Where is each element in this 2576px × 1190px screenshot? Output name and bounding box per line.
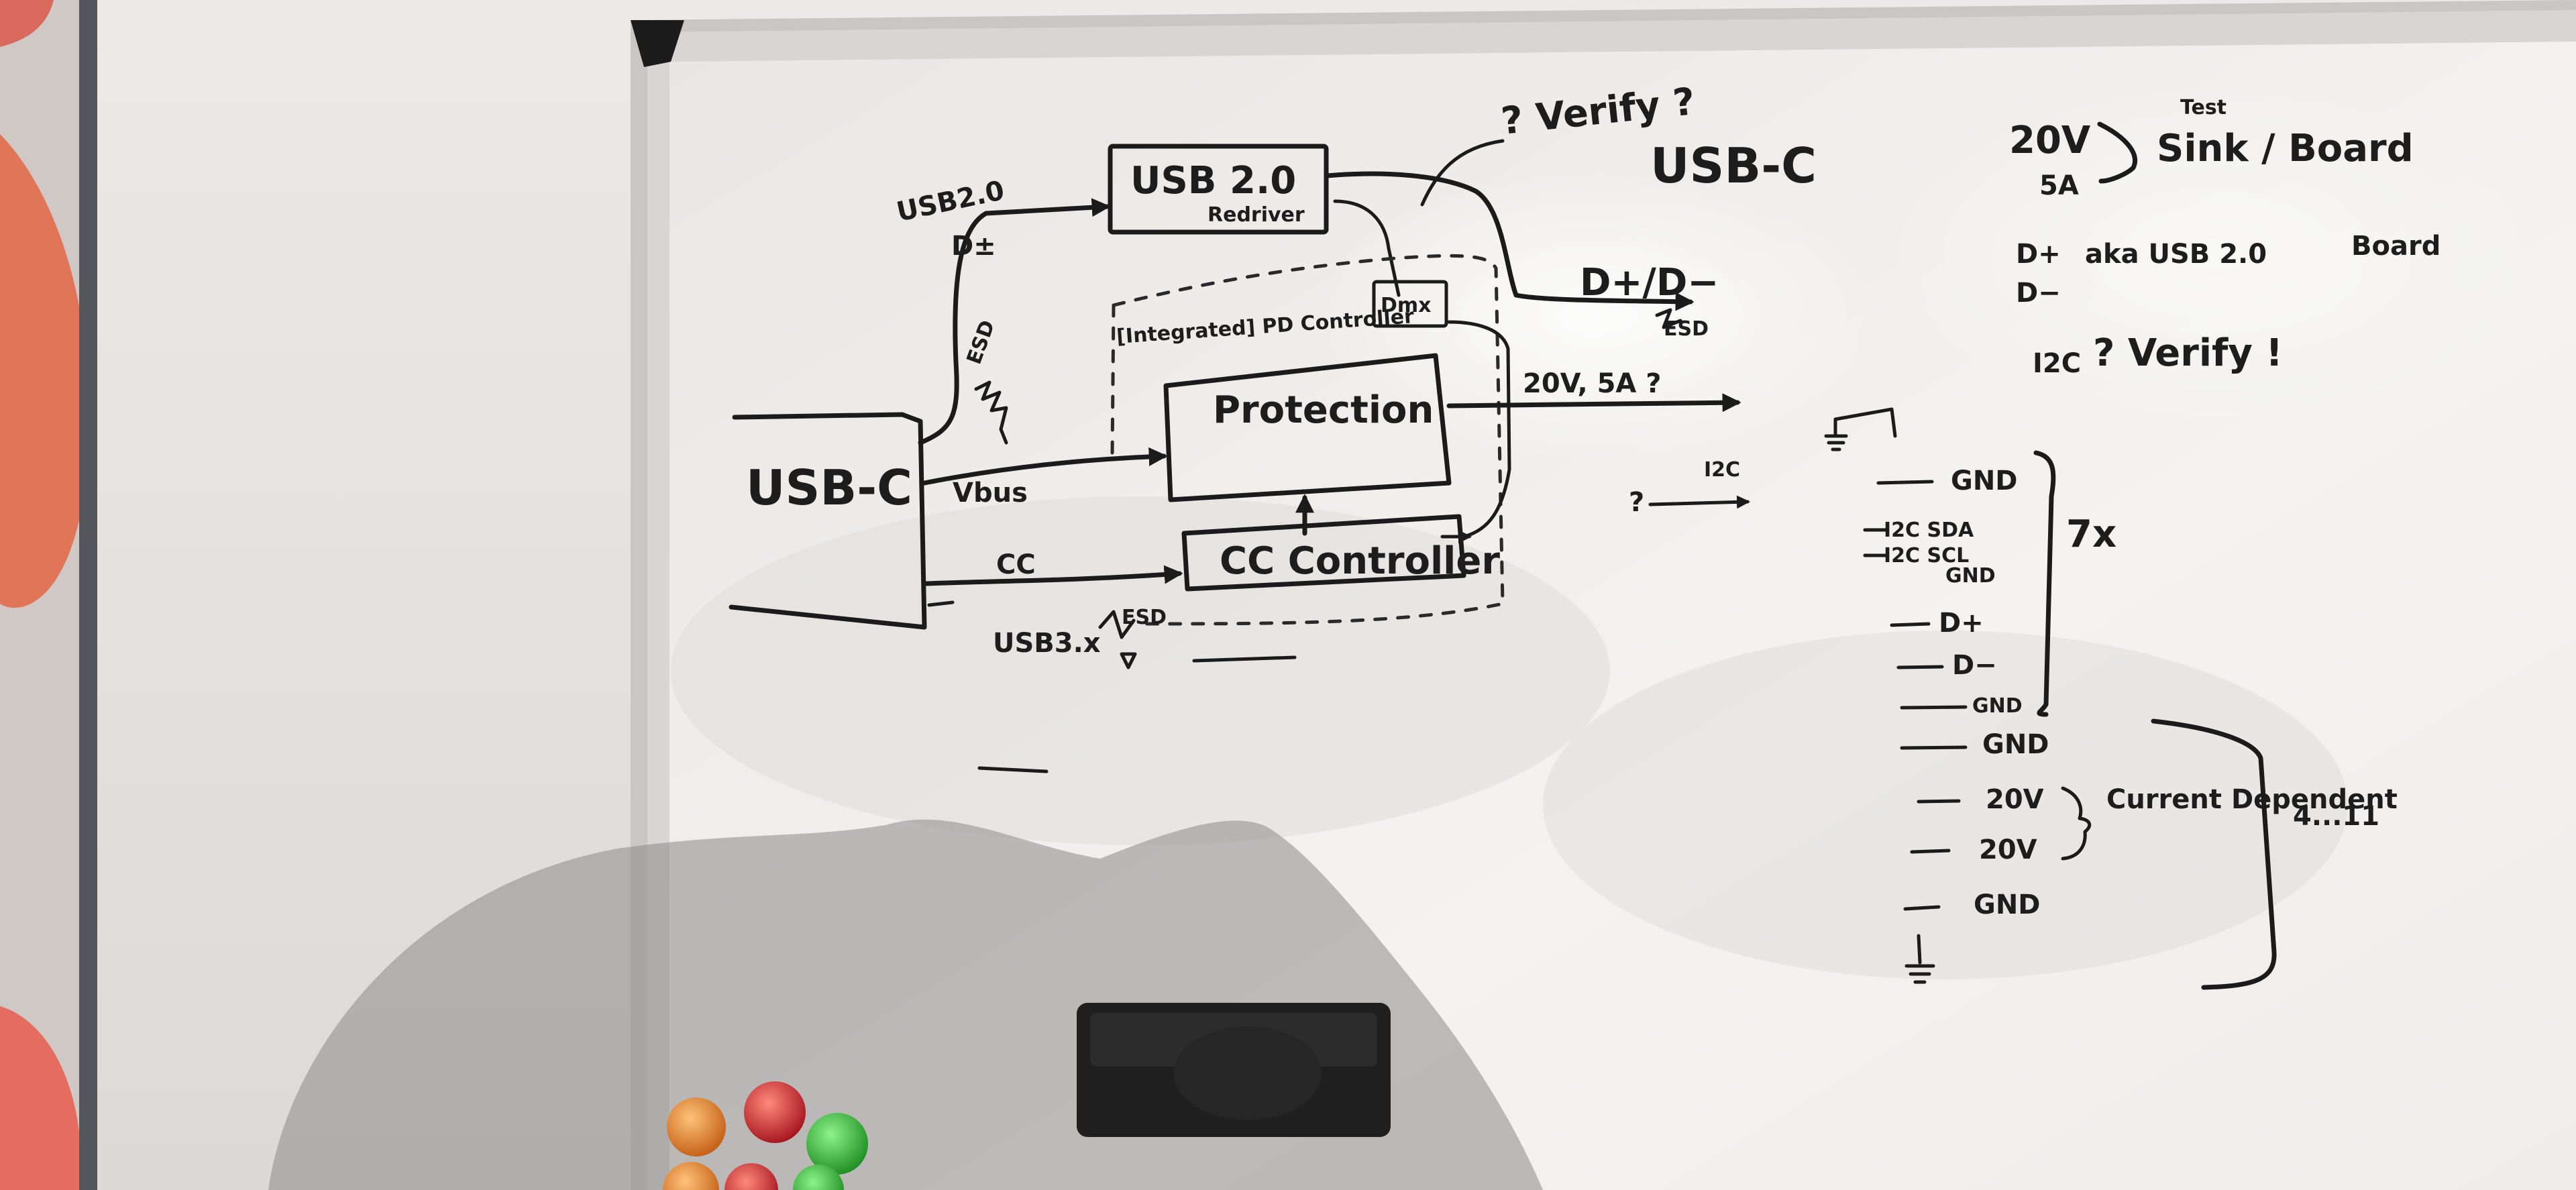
esd-out-label: ESD xyxy=(1664,317,1709,341)
pin-upper-1: I2C SDA xyxy=(1884,519,1974,542)
note-power-b: 5A xyxy=(2039,170,2079,201)
dp-dm-out-label: D+/D− xyxy=(1580,261,1719,305)
usb2-in-sublabel: D± xyxy=(951,231,996,262)
cc-label: CC xyxy=(996,549,1036,580)
protection-label: Protection xyxy=(1213,388,1434,432)
usb3-label: USB3.x xyxy=(993,628,1101,659)
note-data-aka: aka USB 2.0 xyxy=(2085,239,2267,270)
upper-bracket xyxy=(2033,450,2056,717)
usb2-redriver-sub: Redriver xyxy=(1208,203,1305,227)
current-dependent-a: Current Dependent xyxy=(2106,784,2398,815)
question-label: ? xyxy=(1629,487,1644,518)
i2c-out-label: I2C xyxy=(1704,458,1740,482)
note-board: Board xyxy=(2351,231,2440,262)
protection-block xyxy=(1163,353,1452,502)
pd-controller-region xyxy=(1112,254,1505,626)
pinout: GND I2C SDA I2C SCL GND D+ D− GND 7x GND… xyxy=(1863,450,2398,990)
note-i2c: I2C xyxy=(2033,348,2081,379)
demux-label: Dmx xyxy=(1381,294,1432,317)
cc-controller-label: CC Controller xyxy=(1220,539,1500,583)
lower-bracket xyxy=(2151,718,2277,990)
usb-c-connector-label: USB-C xyxy=(746,459,912,516)
cc-controller-block xyxy=(1181,514,1466,592)
esd-bottom-label: ESD xyxy=(1122,606,1167,629)
pin-upper-5: D− xyxy=(1952,650,1997,681)
pin-lower-1: 20V xyxy=(1986,784,2044,815)
usb-c-connector-block xyxy=(729,412,927,630)
power-out-label: 20V, 5A ? xyxy=(1523,368,1662,399)
magnets xyxy=(663,1081,868,1190)
note-data-b: D− xyxy=(2016,278,2061,309)
note-test: Test xyxy=(2180,96,2226,119)
pin-upper-3: GND xyxy=(1945,564,1996,588)
demux-block xyxy=(1372,280,1448,328)
pin-upper-6: GND xyxy=(1972,694,2023,718)
eraser xyxy=(1077,1003,1391,1137)
note-data-a: D+ xyxy=(2016,239,2061,270)
pin-lower-3: GND xyxy=(1974,889,2041,920)
pin-lower-0: GND xyxy=(1982,729,2049,760)
note-power-a: 20V xyxy=(2009,119,2091,162)
vbus-label: Vbus xyxy=(953,478,1028,508)
usb2-redriver-title: USB 2.0 xyxy=(1130,159,1296,203)
pin-lower-2: 20V xyxy=(1979,834,2037,865)
diagram-title: USB-C xyxy=(1650,138,1817,194)
pin-upper-0: GND xyxy=(1951,466,2018,496)
lower-bracket-label: 4...11 xyxy=(2293,801,2379,832)
usb2-redriver-block xyxy=(1108,144,1329,235)
note-sink-board: Sink / Board xyxy=(2157,127,2414,170)
pin-upper-4: D+ xyxy=(1939,608,1984,639)
pin-upper-2: I2C SCL xyxy=(1884,544,1969,567)
curtain xyxy=(0,0,97,1190)
upper-bracket-label: 7x xyxy=(2066,512,2116,556)
note-i2c-verify: ? Verify ! xyxy=(2093,331,2283,375)
notes: 20V 5A Test Sink / Board D+ D− aka USB 2… xyxy=(2009,96,2440,379)
